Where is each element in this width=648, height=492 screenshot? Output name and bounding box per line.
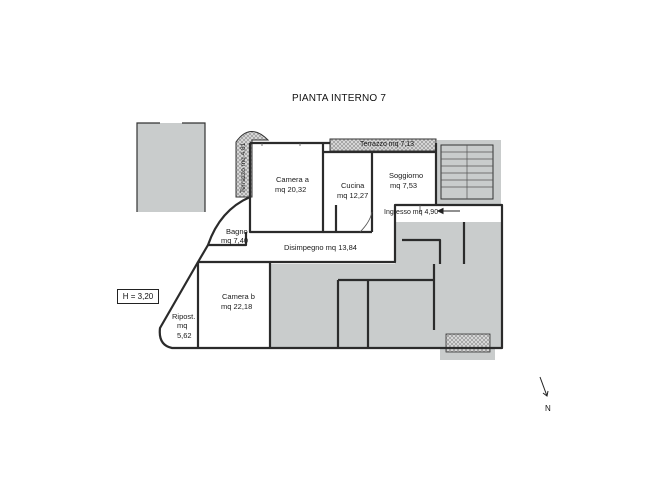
bagno-area: mq 7,40: [221, 236, 249, 245]
ripost-unit: mq: [177, 321, 188, 330]
camera-a-area: mq 20,32: [275, 185, 307, 194]
entrance-arrow: [436, 207, 460, 215]
terrace-side: [235, 131, 270, 198]
cucina-name: Cucina: [341, 181, 365, 190]
plan-title: PIANTA INTERNO 7: [292, 93, 387, 104]
camera-a-name: Camera a: [276, 175, 309, 184]
neighbor-block: [136, 122, 206, 212]
terrazzo-side-label: Terrazzo mq 4,81: [240, 142, 247, 193]
north-label: N: [545, 404, 551, 413]
camera-b-area: mq 22,18: [221, 302, 253, 311]
height-label: H = 3,20: [117, 289, 159, 304]
terrazzo-top-label: Terrazzo mq 7,13: [360, 141, 415, 148]
soggiorno-area: mq 7,53: [390, 181, 418, 190]
ripost-area: 5,62: [177, 331, 192, 340]
terrace-bottom: [445, 333, 491, 353]
disimpegno-label: Disimpegno mq 13,84: [284, 243, 357, 252]
staircase: [440, 144, 494, 200]
camera-b-name: Camera b: [222, 292, 255, 301]
openings: [261, 143, 421, 233]
ripost-name: Ripost.: [172, 312, 196, 321]
ingresso-label: Ingresso mq 4,90: [384, 209, 439, 216]
bagno-name: Bagno: [226, 227, 248, 236]
soggiorno-name: Soggiorno: [389, 171, 424, 180]
walls: [158, 141, 504, 350]
north-arrow-icon: [539, 376, 549, 397]
shaded-areas: [270, 140, 502, 360]
cucina-area: mq 12,27: [337, 191, 369, 200]
